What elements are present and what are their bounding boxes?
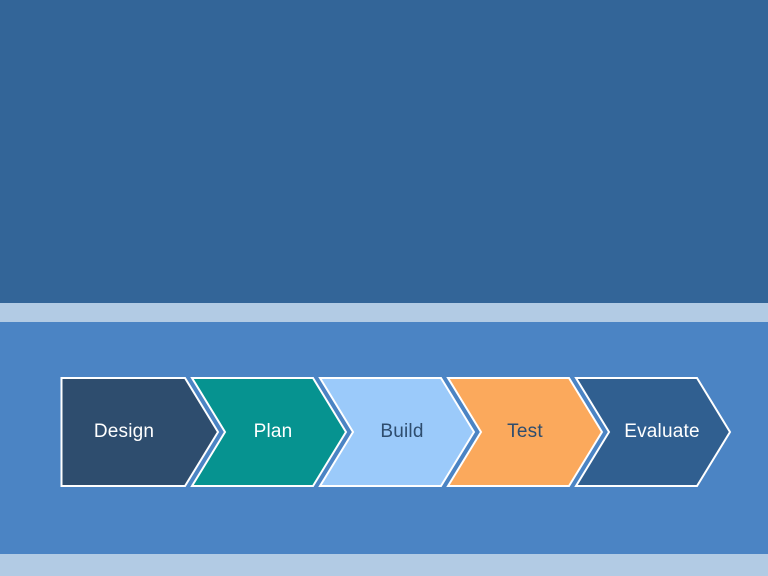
accent-stripe-lower <box>0 554 768 576</box>
chevron-shape-plan[interactable] <box>190 377 348 487</box>
step-label-evaluate[interactable]: Evaluate <box>624 421 700 442</box>
step-label-design[interactable]: Design <box>93 421 155 442</box>
slide-background-top <box>0 0 768 303</box>
step-label-test[interactable]: Test <box>507 421 543 442</box>
chevron-shape-test[interactable] <box>446 377 604 487</box>
chevron-shape-design[interactable] <box>60 377 220 487</box>
accent-stripe-upper <box>0 303 768 322</box>
step-label-build[interactable]: Build <box>380 421 424 442</box>
chevron-shape-evaluate[interactable] <box>574 377 732 487</box>
chevron-shape-build[interactable] <box>318 377 476 487</box>
step-label-plan[interactable]: Plan <box>253 421 293 442</box>
